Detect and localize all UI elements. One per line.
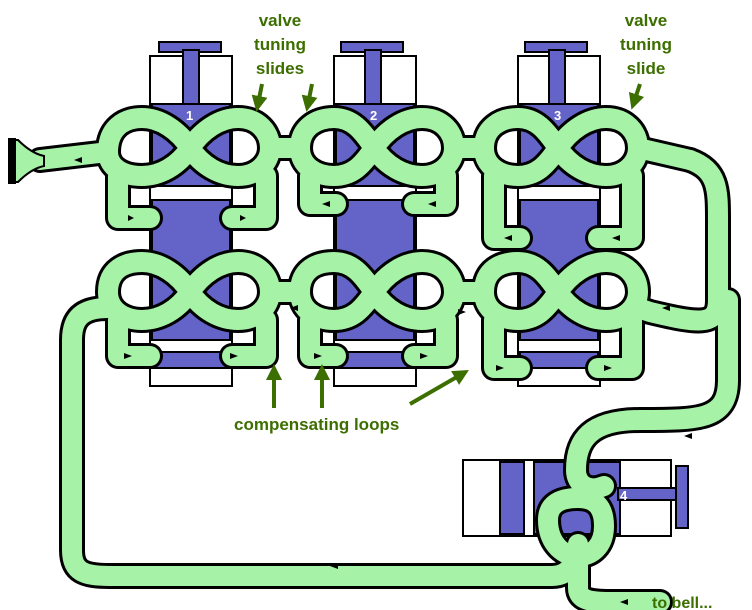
label-tuning-right-line-2: tuning	[620, 35, 672, 54]
valve-numbers: 1 2 3 4	[186, 108, 628, 503]
pointer-arrow-icon	[628, 83, 645, 110]
tubing	[27, 105, 741, 610]
flow-arrow-icon	[74, 157, 82, 163]
flow-arrow-icon	[330, 563, 338, 569]
label-valve-line-1: valve	[259, 11, 302, 30]
flow-arrow-icon	[290, 305, 298, 311]
flow-arrow-icon	[496, 365, 504, 371]
flow-arrow-icon	[662, 305, 670, 311]
pointer-arrow-icon	[409, 370, 469, 406]
mouthpiece-icon	[8, 138, 45, 184]
valve-2-number: 2	[370, 108, 377, 123]
flow-arrow-icon	[230, 353, 238, 359]
pointer-arrow-icon	[251, 83, 268, 112]
label-to-bell: to bell...	[652, 595, 712, 610]
flow-arrow-icon	[458, 309, 466, 315]
flow-arrow-icon	[612, 235, 620, 241]
annotations: valve tuning slides valve tuning slide c…	[234, 11, 712, 610]
flow-arrows	[74, 157, 692, 605]
flow-arrow-icon	[322, 201, 330, 207]
flow-arrow-icon	[684, 433, 692, 439]
flow-arrow-icon	[124, 353, 132, 359]
valve-4-number: 4	[620, 488, 628, 503]
flow-arrow-icon	[604, 365, 612, 371]
label-slide-right-line-3: slide	[627, 59, 666, 78]
label-slides-line-3: slides	[256, 59, 304, 78]
valve-4-cap	[675, 465, 689, 529]
valve-1-number: 1	[186, 108, 193, 123]
flow-arrow-icon	[504, 235, 512, 241]
flow-arrow-icon	[620, 599, 628, 605]
flow-arrow-icon	[314, 353, 322, 359]
flow-arrow-icon	[128, 215, 134, 221]
pointer-arrow-icon	[301, 83, 318, 112]
flow-arrow-icon	[428, 201, 436, 207]
flow-arrow-icon	[240, 215, 246, 221]
flow-arrow-icon	[420, 353, 428, 359]
label-tuning-line-2: tuning	[254, 35, 306, 54]
valve-3-number: 3	[554, 108, 561, 123]
label-compensating-loops: compensating loops	[234, 415, 399, 434]
label-valve-right-line-1: valve	[625, 11, 668, 30]
